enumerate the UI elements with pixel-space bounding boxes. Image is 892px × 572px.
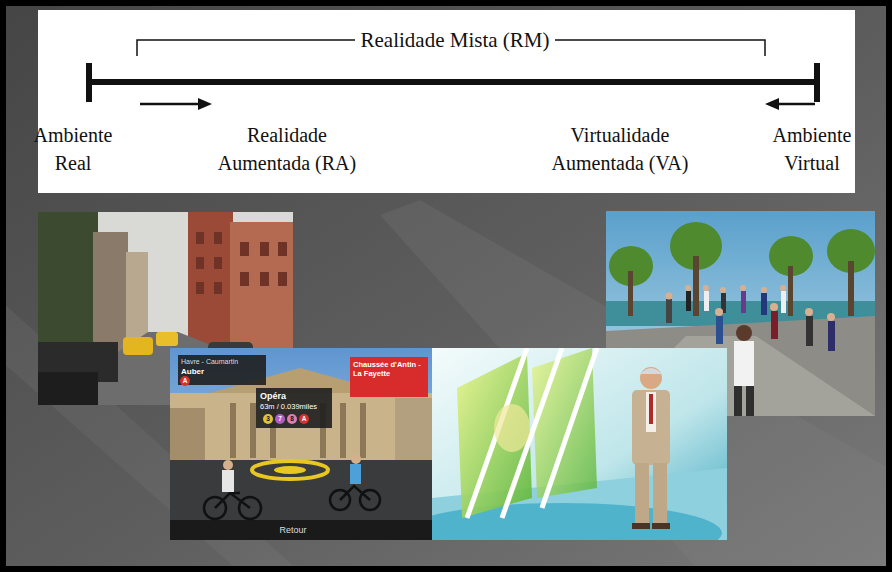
station-name: Auber bbox=[181, 367, 204, 376]
diagonal-band bbox=[380, 200, 892, 572]
virtual-world-image bbox=[606, 211, 875, 416]
street-photo bbox=[38, 212, 293, 405]
bracket-label: Realidade Mista (RM) bbox=[355, 26, 556, 54]
diagram-panel bbox=[38, 10, 855, 193]
metro-line-badge: 7 bbox=[278, 415, 282, 422]
metro-line-badge: A bbox=[302, 415, 307, 422]
slide-frame bbox=[3, 3, 889, 569]
station-line: Havre - Caumartin bbox=[181, 358, 238, 366]
metro-line-badge: 3 bbox=[266, 415, 270, 422]
continuum-term-label: Virtualidade Aumentada (VA) bbox=[538, 121, 703, 177]
back-button-label: Retour bbox=[279, 525, 306, 535]
continuum-line bbox=[86, 63, 820, 102]
metro-line-badge: 8 bbox=[290, 415, 294, 422]
station-name: Chaussée d'Antin - La Fayette bbox=[353, 361, 425, 378]
direction-arrow bbox=[140, 98, 212, 110]
augmented-reality-image bbox=[170, 348, 432, 540]
direction-arrow bbox=[765, 98, 815, 110]
continuum-end-label: Ambiente Real bbox=[23, 121, 123, 177]
station-name: Opéra bbox=[260, 391, 286, 401]
continuum-end-label: Ambiente Virtual bbox=[763, 121, 861, 177]
continuum-term-label: Realidade Aumentada (RA) bbox=[205, 121, 370, 177]
distance-label: 63m / 0.039miles bbox=[260, 403, 317, 412]
metro-line-badge: A bbox=[183, 377, 188, 384]
virtual-studio-image bbox=[402, 348, 727, 563]
